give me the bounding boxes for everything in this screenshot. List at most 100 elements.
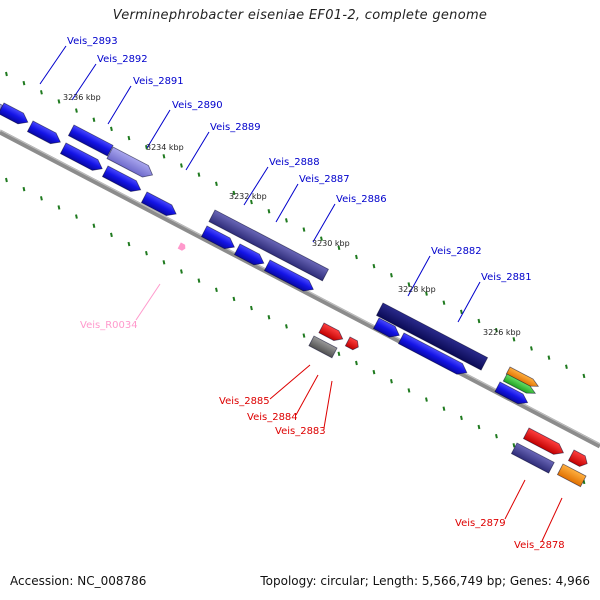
tick-mark (215, 287, 218, 293)
tick-mark (337, 351, 341, 357)
rna-feature-shape (522, 427, 565, 455)
navy-gene (375, 302, 489, 371)
forward-gene (101, 165, 142, 192)
kbp-label: 3230 kbp (312, 239, 350, 248)
tick-mark (477, 318, 481, 324)
tick-mark (145, 250, 148, 256)
gene-label: Veis_2886 (336, 194, 387, 205)
forward-gene-shape (0, 102, 29, 125)
gene-label: Veis_2889 (210, 122, 261, 133)
leader-line (185, 131, 210, 171)
tick-mark (75, 214, 78, 219)
reverse-gene-shape (510, 442, 555, 474)
leader-line (504, 479, 526, 520)
tick-mark (565, 364, 568, 369)
forward-gene (494, 381, 529, 405)
tick-mark (285, 218, 288, 223)
tick-mark (5, 177, 8, 183)
gene-label: Veis_R0034 (80, 320, 138, 331)
leader-line (275, 183, 299, 223)
tick-mark (232, 296, 236, 302)
forward-gene (200, 225, 235, 250)
tick-mark (285, 324, 288, 329)
tick-mark (355, 254, 358, 260)
tick-mark (215, 181, 218, 187)
genome-summary-text: Topology: circular; Length: 5,566,749 bp… (260, 574, 590, 588)
tick-mark (372, 369, 376, 375)
leader-line (107, 85, 132, 125)
forward-gene (59, 142, 103, 171)
tick-mark (442, 406, 446, 411)
leader-line (146, 109, 171, 149)
tick-mark (75, 108, 78, 113)
tick-marks (5, 71, 586, 485)
rrna-gene (177, 242, 186, 251)
accession-text: Accession: NC_008786 (10, 574, 147, 588)
orange-feature-shape (556, 463, 587, 488)
leader-line (541, 497, 563, 542)
gene-labels: Veis_2893 Veis_2892 Veis_2891 Veis_2890 … (67, 36, 565, 551)
tick-mark (250, 199, 253, 205)
tick-mark (460, 415, 463, 421)
tick-mark (530, 346, 533, 351)
forward-gene (0, 102, 29, 125)
forward-gene (67, 124, 114, 157)
tick-mark (162, 154, 166, 159)
tick-mark (57, 205, 61, 210)
kbp-labels: 3236 kbp 3234 kbp 3232 kbp 3230 kbp 3228… (63, 93, 521, 337)
rna-feature-shape (344, 336, 359, 351)
green-feature-shape (502, 373, 537, 394)
leader-line (269, 364, 311, 400)
tick-mark (180, 269, 183, 274)
forward-gene (372, 317, 400, 338)
tick-mark (22, 186, 26, 192)
tick-mark (547, 355, 551, 360)
tick-mark (355, 360, 358, 366)
forward-gene-shape (101, 165, 142, 192)
rna-feature-shape (567, 449, 588, 467)
gene-label: Veis_2879 (455, 518, 506, 529)
forward-gene (26, 120, 61, 145)
tick-mark (267, 209, 271, 214)
tick-mark (407, 282, 411, 287)
tick-mark (40, 90, 43, 95)
tick-mark (5, 71, 8, 77)
tick-mark (425, 397, 428, 402)
reverse-gene-shape (106, 146, 154, 178)
forward-gene (397, 332, 468, 375)
kbp-label: 3236 kbp (63, 93, 101, 102)
forward-gene-shape (26, 120, 61, 145)
rna-feature (318, 322, 344, 341)
rrna-gene-shape (177, 242, 186, 251)
tick-mark (442, 300, 446, 305)
reverse-gene-shape (0, 102, 3, 113)
gene-label: Veis_2885 (219, 396, 270, 407)
green-feature (502, 373, 537, 394)
map-title: Verminephrobacter eiseniae EF01-2, compl… (112, 8, 488, 23)
pseudo-feature (308, 335, 338, 359)
rna-feature (344, 336, 359, 351)
tick-mark (302, 227, 306, 232)
leader-line (407, 255, 431, 297)
forward-gene-shape (263, 259, 314, 292)
tick-mark (477, 424, 481, 430)
reverse-gene (0, 102, 3, 113)
tick-mark (197, 172, 201, 177)
kbp-label: 3234 kbp (146, 143, 184, 152)
reverse-gene (208, 209, 329, 282)
tick-mark (145, 144, 148, 150)
tick-mark (127, 135, 131, 141)
tick-mark (495, 327, 498, 333)
forward-gene (263, 259, 314, 292)
leader-line (457, 281, 481, 323)
gene-label: Veis_2882 (431, 246, 482, 257)
tick-mark (582, 373, 586, 379)
label-leader-lines (39, 45, 563, 542)
forward-gene-shape (67, 124, 114, 157)
tick-mark (232, 190, 236, 196)
tick-mark (390, 379, 393, 384)
rna-feature (522, 427, 565, 455)
kbp-label: 3228 kbp (398, 285, 436, 294)
leader-line (295, 374, 319, 416)
tick-mark (92, 117, 96, 122)
